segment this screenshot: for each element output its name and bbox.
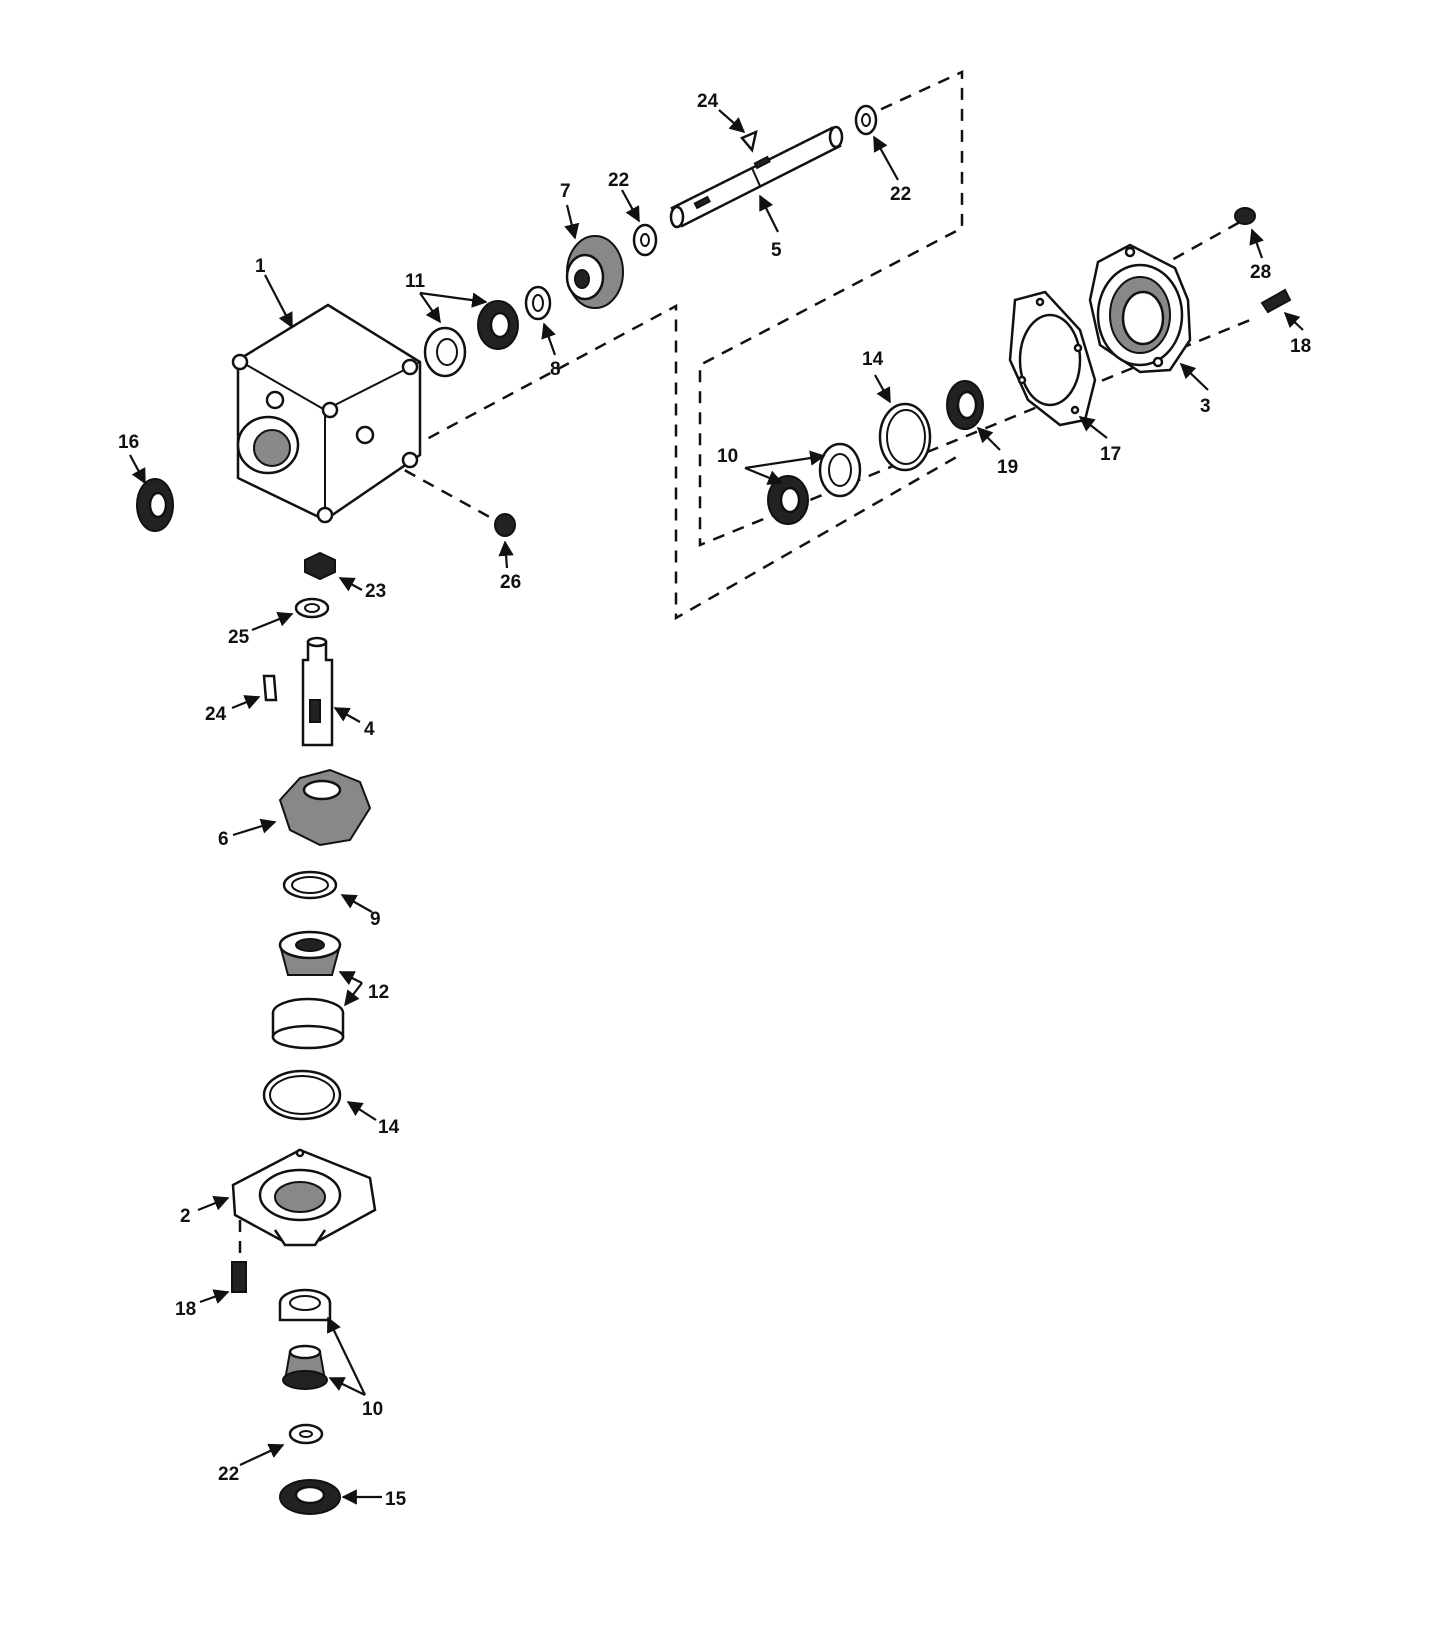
bolt-18-right — [1260, 288, 1292, 314]
seal-19 — [946, 380, 984, 430]
callout-14-right: 14 — [862, 349, 884, 370]
bearing-cover-3 — [1088, 243, 1192, 374]
callout-22-upper-right: 22 — [890, 184, 911, 205]
callout-18-right: 18 — [1290, 336, 1311, 357]
key-24-top — [739, 129, 758, 153]
bolt-18-left — [231, 1261, 247, 1293]
callout-11: 11 — [405, 271, 426, 292]
shim-14-left — [262, 1069, 342, 1121]
shim-14-right — [878, 402, 932, 472]
callout-22-bottom: 22 — [218, 1464, 239, 1485]
callout-14-left: 14 — [378, 1117, 400, 1138]
gearbox-housing — [231, 303, 422, 524]
callout-25: 25 — [228, 627, 250, 648]
callout-labels: 1 16 11 8 7 22 5 24 22 3 17 19 14 10 28 … — [118, 91, 1311, 1510]
callout-10-bottom: 10 — [362, 1399, 383, 1420]
screw-28 — [1234, 207, 1256, 225]
bearing-11 — [423, 300, 519, 378]
callout-23: 23 — [365, 581, 386, 602]
callout-5: 5 — [771, 240, 782, 261]
callout-7: 7 — [560, 181, 571, 202]
retaining-ring-22-top — [632, 223, 658, 257]
washer-8 — [524, 285, 552, 321]
callout-4: 4 — [364, 719, 375, 740]
callout-26: 26 — [500, 572, 521, 593]
callout-24-top: 24 — [697, 91, 719, 112]
pinion-shaft-4 — [301, 636, 334, 747]
bearing-10-right — [767, 442, 862, 525]
callout-24-left: 24 — [205, 704, 227, 725]
washer-25 — [294, 597, 330, 619]
leader-lines — [129, 109, 1304, 1505]
callout-16: 16 — [118, 432, 139, 453]
callout-17: 17 — [1100, 444, 1121, 465]
seal-15 — [279, 1479, 341, 1515]
callout-19: 19 — [997, 457, 1018, 478]
bearing-12 — [271, 930, 345, 1050]
callout-1: 1 — [255, 256, 266, 277]
callout-18-left: 18 — [175, 1299, 196, 1320]
nut-23 — [304, 551, 336, 581]
gear-7 — [565, 235, 624, 309]
callout-3: 3 — [1200, 396, 1211, 417]
bevel-gear-6 — [278, 768, 372, 847]
shaft-5 — [669, 125, 844, 229]
assembly-lines — [238, 70, 1256, 1258]
bearing-10-bottom — [278, 1288, 332, 1390]
callout-10-right: 10 — [717, 446, 738, 467]
key-24-left — [262, 674, 278, 702]
retaining-ring-22-bottom — [288, 1423, 324, 1445]
seal-16 — [136, 478, 174, 532]
washer-9 — [282, 870, 338, 900]
gasket-17 — [1008, 290, 1097, 427]
callout-2: 2 — [180, 1206, 191, 1227]
callout-9: 9 — [370, 909, 381, 930]
callout-6: 6 — [218, 829, 229, 850]
retaining-ring-22-upper-right — [854, 104, 878, 136]
plug-26 — [494, 513, 516, 537]
callout-15: 15 — [385, 1489, 407, 1510]
bearing-housing-2 — [231, 1148, 377, 1247]
callout-28: 28 — [1250, 262, 1271, 283]
callout-12: 12 — [368, 982, 389, 1003]
callout-8: 8 — [550, 359, 561, 380]
callout-22-top: 22 — [608, 170, 629, 191]
